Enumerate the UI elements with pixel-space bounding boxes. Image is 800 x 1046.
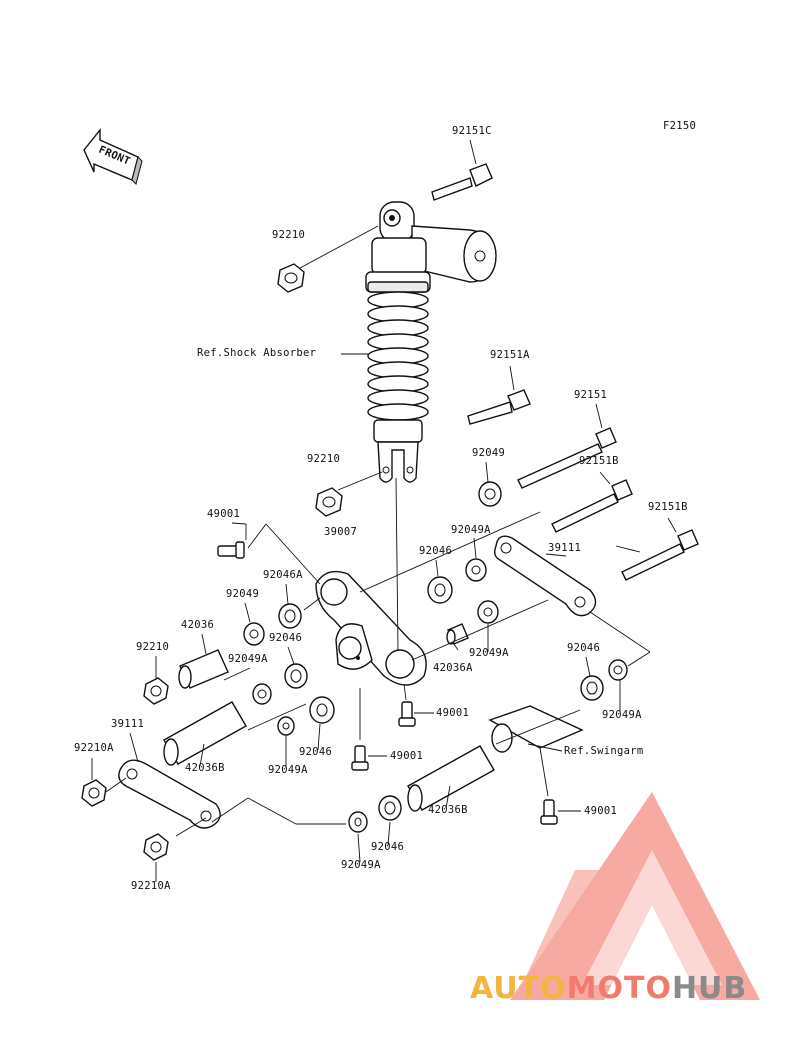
part-label-p-ref-shock: Ref.Shock Absorber (197, 347, 316, 359)
collar-42036 (178, 649, 229, 689)
grease-nipple-49001-low (351, 745, 369, 771)
svg-text:AUTOMOTOHUB: AUTOMOTOHUB (470, 971, 747, 1006)
washer-92049a-5 (277, 716, 295, 736)
washer-92049a-6 (348, 811, 368, 833)
washer-92049a-1 (465, 558, 487, 582)
collar-42036b-2 (407, 745, 495, 812)
part-label-p-49001-left: 49001 (207, 508, 240, 520)
rocker-arm-39007 (315, 570, 427, 686)
part-label-p-92049a-6: 92049A (341, 859, 381, 871)
collar-42036a (446, 623, 469, 645)
part-label-p-92049a-3: 92049A (469, 647, 509, 659)
washer-92049-top (478, 481, 502, 507)
watermark-moto: MOTO (567, 971, 672, 1006)
part-label-p-92049a-1: 92049A (451, 524, 491, 536)
bolt-92151b-1 (551, 479, 633, 533)
bearing-92046-4 (309, 696, 335, 724)
part-label-p-92046a: 92046A (263, 569, 303, 581)
part-label-p-92046-4: 92046 (299, 746, 332, 758)
washer-92049-left (243, 622, 265, 646)
leader-lines (91, 139, 677, 882)
swingarm-ref (488, 705, 584, 753)
tie-rod-39111-right (493, 535, 597, 617)
front-arrow-icon: FRONT (83, 128, 143, 185)
washer-92049a-3 (477, 600, 499, 624)
bearing-92046-1 (427, 576, 453, 604)
nut-92210-mid (315, 487, 343, 517)
grease-nipple-49001-right (540, 799, 558, 825)
bearing-92046-3 (580, 675, 604, 701)
part-label-p-92151: 92151 (574, 389, 607, 401)
diagram-code: F2150 (663, 120, 696, 132)
bolt-92151b-2 (621, 529, 699, 581)
part-label-p-92151a: 92151A (490, 349, 530, 361)
bolt-92151 (517, 427, 617, 489)
grease-nipple-49001-mid (398, 701, 416, 727)
part-label-p-49001-right: 49001 (584, 805, 617, 817)
part-label-p-92151b-2: 92151B (648, 501, 688, 513)
part-label-p-ref-swingarm: Ref.Swingarm (564, 745, 643, 757)
part-label-p-92210-top: 92210 (272, 229, 305, 241)
part-label-p-42036a: 42036A (433, 662, 473, 674)
part-label-p-39007: 39007 (324, 526, 357, 538)
part-label-p-92210-left: 92210 (136, 641, 169, 653)
part-label-p-92151b-1: 92151B (579, 455, 619, 467)
nut-92210-top (277, 263, 305, 293)
grease-nipple-49001-left (217, 541, 245, 559)
part-label-p-92049a-4: 92049A (602, 709, 642, 721)
washer-92049a-4 (608, 659, 628, 681)
washer-left-mid (252, 683, 272, 705)
bearing-92046-2 (284, 663, 308, 689)
part-label-p-92210a-2: 92210A (131, 880, 171, 892)
part-label-p-42036b-1: 42036B (185, 762, 225, 774)
bolt-92151a (467, 389, 531, 425)
part-label-p-92046-3: 92046 (567, 642, 600, 654)
watermark-triangle-logo (510, 792, 760, 1000)
bearing-92046a (278, 603, 302, 629)
nut-92210a-1 (81, 779, 107, 807)
part-label-p-92210-mid: 92210 (307, 453, 340, 465)
part-label-p-42036b-2: 42036B (428, 804, 468, 816)
part-label-p-92046-2: 92046 (269, 632, 302, 644)
shock-absorber (365, 201, 497, 483)
bolt-92151c (431, 163, 493, 201)
collar-42036b-1 (163, 701, 247, 766)
part-label-p-92046-5: 92046 (371, 841, 404, 853)
part-label-p-92049a-2: 92049A (228, 653, 268, 665)
nut-92210-left (143, 677, 169, 705)
part-label-p-42036: 42036 (181, 619, 214, 631)
spring-coil (367, 403, 429, 421)
part-label-p-92151c: 92151C (452, 125, 492, 137)
part-label-p-92049a-5: 92049A (268, 764, 308, 776)
part-label-p-92046-1: 92046 (419, 545, 452, 557)
watermark-hub: HUB (672, 971, 747, 1006)
part-label-p-49001-low: 49001 (390, 750, 423, 762)
part-label-p-92210a-1: 92210A (74, 742, 114, 754)
part-label-p-92049-top: 92049 (472, 447, 505, 459)
watermark-auto: AUTO (470, 971, 567, 1006)
part-label-p-49001-mid: 49001 (436, 707, 469, 719)
watermark-text: AUTOMOTOHUB (470, 971, 747, 1006)
part-label-p-39111-left: 39111 (111, 718, 144, 730)
part-label-p-39111-right: 39111 (548, 542, 581, 554)
nut-92210a-2 (143, 833, 169, 861)
part-label-p-92049-left: 92049 (226, 588, 259, 600)
bearing-92046-5 (378, 795, 402, 821)
